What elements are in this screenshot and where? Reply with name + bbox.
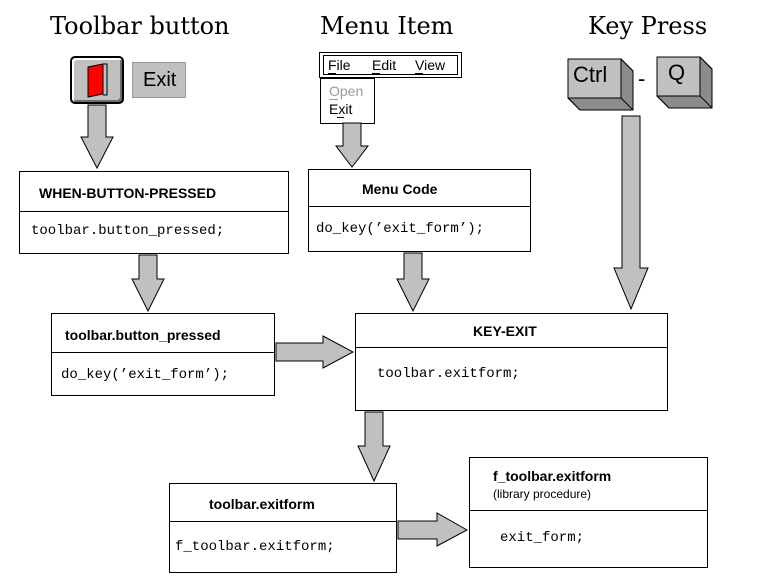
ctrl-key-label: Ctrl bbox=[573, 62, 608, 87]
menu-code-title: Menu Code bbox=[362, 181, 438, 197]
menu-file-mnemonic bbox=[328, 73, 336, 74]
arrow-proc-to-keyexit bbox=[275, 335, 355, 369]
button-pressed-proc-code: do_key(’exit_form’); bbox=[61, 367, 230, 383]
menu-exit-mnemonic bbox=[337, 117, 344, 118]
exit-label: Exit bbox=[143, 69, 177, 91]
menu-exit-item: Exit bbox=[329, 101, 353, 117]
divider bbox=[356, 347, 667, 348]
divider bbox=[470, 510, 707, 511]
q-key-label: Q bbox=[668, 60, 686, 85]
menu-bar-inner-line bbox=[323, 55, 458, 75]
q-key bbox=[656, 56, 713, 109]
menu-edit-mnemonic bbox=[372, 73, 380, 74]
divider bbox=[170, 521, 396, 522]
menu-open-mnemonic bbox=[329, 99, 338, 100]
when-button-pressed-box: WHEN-BUTTON-PRESSED toolbar.button_press… bbox=[19, 171, 289, 254]
menu-file: File bbox=[328, 57, 351, 73]
heading-key-press: Key Press bbox=[588, 12, 708, 40]
arrow-menucode-to-keyexit bbox=[396, 252, 430, 313]
exitform-code: f_toolbar.exitform; bbox=[175, 539, 335, 555]
menu-bar-mock: File Edit View bbox=[319, 52, 462, 78]
menu-view-mnemonic bbox=[415, 73, 423, 74]
key-exit-code: toolbar.exitform; bbox=[377, 366, 520, 382]
ctrl-key bbox=[567, 58, 634, 111]
arrow-exitform-to-fexitform bbox=[397, 512, 469, 547]
divider bbox=[52, 352, 274, 353]
menu-view: View bbox=[415, 57, 446, 73]
key-separator: - bbox=[638, 66, 646, 91]
arrow-key-to-keyexit bbox=[613, 115, 649, 311]
key-exit-box: KEY-EXIT toolbar.exitform; bbox=[355, 313, 668, 411]
menu-code-box: Menu Code do_key(’exit_form’); bbox=[308, 169, 531, 252]
menu-open-item: Open bbox=[329, 83, 364, 99]
button-pressed-proc-title: toolbar.button_pressed bbox=[65, 327, 221, 343]
f-exitform-subtitle: (library procedure) bbox=[493, 487, 592, 501]
menu-code-code: do_key(’exit_form’); bbox=[316, 221, 485, 237]
f-exitform-title: f_toolbar.exitform bbox=[493, 468, 612, 484]
arrow-wbp-to-proc bbox=[131, 254, 165, 313]
f-exitform-code: exit_form; bbox=[500, 530, 585, 546]
exit-label-box: Exit bbox=[132, 62, 186, 98]
toolbar-exit-button-mock bbox=[70, 56, 124, 104]
when-button-pressed-code: toolbar.button_pressed; bbox=[31, 223, 225, 239]
menu-dropdown-mock: Open Exit bbox=[320, 78, 375, 124]
button-pressed-proc-box: toolbar.button_pressed do_key(’exit_form… bbox=[51, 313, 275, 396]
menu-edit: Edit bbox=[372, 57, 397, 73]
heading-menu-item: Menu Item bbox=[320, 12, 454, 40]
arrow-keyexit-to-exitform bbox=[357, 411, 391, 483]
heading-toolbar-button: Toolbar button bbox=[50, 12, 230, 40]
f-exitform-box: f_toolbar.exitform (library procedure) e… bbox=[469, 457, 708, 568]
when-button-pressed-title: WHEN-BUTTON-PRESSED bbox=[39, 185, 217, 201]
divider bbox=[20, 211, 288, 212]
key-exit-title: KEY-EXIT bbox=[473, 323, 537, 339]
exitform-box: toolbar.exitform f_toolbar.exitform; bbox=[169, 483, 397, 573]
arrow-menu-to-menucode bbox=[334, 122, 370, 168]
exit-door-icon bbox=[87, 63, 108, 98]
divider bbox=[309, 206, 530, 207]
arrow-toolbar-to-wbp bbox=[80, 104, 114, 170]
exitform-title: toolbar.exitform bbox=[209, 496, 315, 512]
